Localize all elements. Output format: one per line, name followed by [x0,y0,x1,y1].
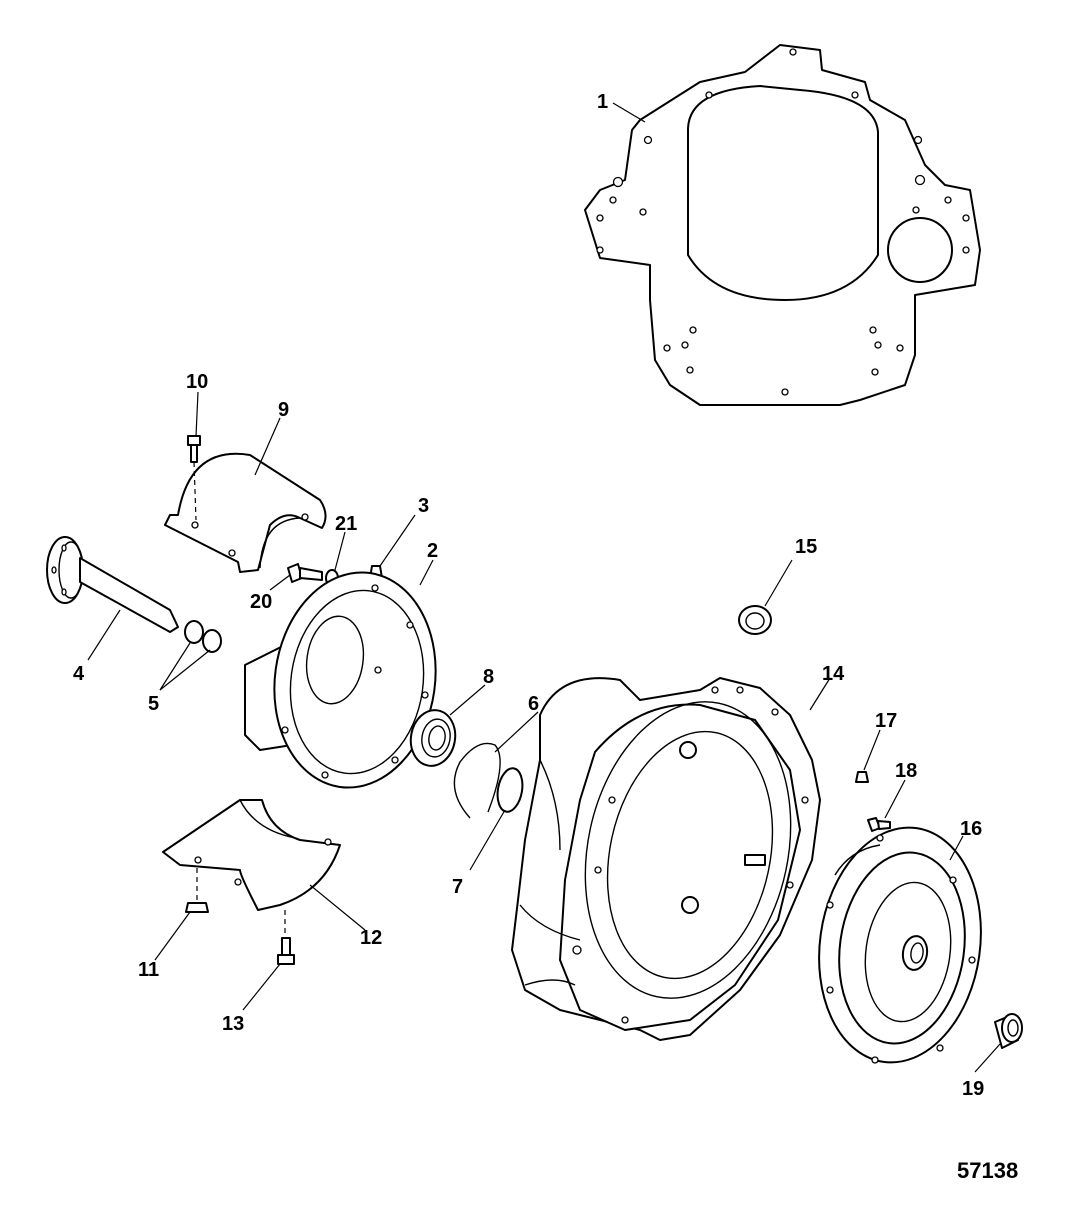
part-15-seal [738,605,772,635]
part-14-flywheel-housing [511,677,821,1041]
part-18-bolt [867,817,891,832]
callout-15: 15 [795,536,817,558]
part-10-screw [187,435,201,521]
callout-5: 5 [148,693,159,715]
part-2-bearing-housing [244,571,437,789]
callout-9: 9 [278,399,289,421]
leader-lines [87,102,1001,1073]
part-5-o-rings [184,620,222,653]
callout-16: 16 [960,818,982,840]
callout-labels: 1 2 3 4 5 6 7 8 9 10 11 12 13 14 15 16 1… [73,91,984,1100]
callout-6: 6 [528,693,539,715]
part-8-bearing [409,709,457,767]
figure-number: 57138 [957,1158,1018,1183]
callout-17: 17 [875,710,897,732]
part-17-fitting [855,771,869,783]
callout-18: 18 [895,760,917,782]
callout-2: 2 [427,540,438,562]
part-12-lower-shield [162,799,341,911]
part-1-engine-plate [584,44,981,406]
callout-20: 20 [250,591,272,613]
callout-13: 13 [222,1013,244,1035]
callout-3: 3 [418,495,429,517]
part-9-upper-shield [164,452,327,573]
part-4-drive-shaft [46,536,179,633]
callout-19: 19 [962,1078,984,1100]
callout-7: 7 [452,876,463,898]
callout-14: 14 [822,663,845,685]
part-7-snap-ring [496,767,524,813]
part-16-damper-plate [818,826,982,1064]
callout-21: 21 [335,513,357,535]
part-13-bolt [277,910,295,965]
callout-4: 4 [73,663,85,685]
part-20-bolt [287,563,323,583]
part-19-bushing [994,1013,1023,1049]
callout-12: 12 [360,927,382,949]
callout-10: 10 [186,371,208,393]
part-6-retaining-ring [453,742,501,819]
part-11-nut [185,868,209,913]
callout-1: 1 [597,91,608,113]
callout-8: 8 [483,666,494,688]
callout-11: 11 [138,959,159,981]
